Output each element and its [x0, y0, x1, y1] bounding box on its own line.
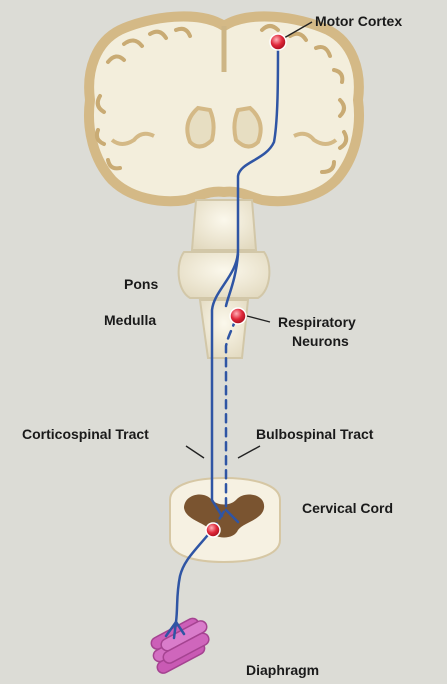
respiratory-label-line2: Neurons — [292, 333, 349, 349]
insula-right — [293, 131, 338, 146]
motor-cortex-neuron — [269, 33, 287, 51]
pons-label: Pons — [124, 276, 159, 292]
corticospinal-leader — [185, 445, 205, 459]
phrenic-nerve — [174, 528, 214, 624]
insula-left — [110, 131, 155, 146]
bulbospinal-tract-label: Bulbospinal Tract — [256, 426, 374, 442]
brainstem — [177, 199, 271, 359]
respiratory-label-line1: Respiratory — [278, 314, 356, 330]
cervical-cord-label: Cervical Cord — [302, 500, 394, 516]
pons-structure — [177, 251, 271, 299]
cervical-motor-neuron — [205, 522, 221, 538]
corticospinal-tract — [210, 42, 280, 518]
corticospinal-tract-label: Corticospinal Tract — [22, 426, 149, 442]
bulbospinal-branch — [224, 508, 240, 524]
cervical-cord-section — [169, 476, 281, 564]
phrenic-terminals — [164, 620, 186, 640]
ventricles — [185, 105, 263, 149]
respiratory-neuron — [229, 307, 247, 325]
medulla-label: Medulla — [104, 312, 157, 328]
leader-lines — [185, 21, 313, 459]
respiratory-leader — [246, 315, 271, 323]
motor-cortex-leader — [283, 21, 313, 39]
diaphragm-muscle — [150, 617, 210, 674]
corticospinal-tract-branch — [224, 252, 240, 308]
diaphragm-label: Diaphragm — [246, 662, 320, 678]
midbrain — [190, 199, 258, 251]
cortex-gyri — [94, 24, 349, 174]
brain-outline — [84, 11, 364, 207]
bulbospinal-leader — [237, 445, 261, 459]
cord-gray-matter — [184, 494, 265, 538]
brain-section — [84, 11, 364, 207]
motor-cortex-label: Motor Cortex — [315, 13, 403, 29]
